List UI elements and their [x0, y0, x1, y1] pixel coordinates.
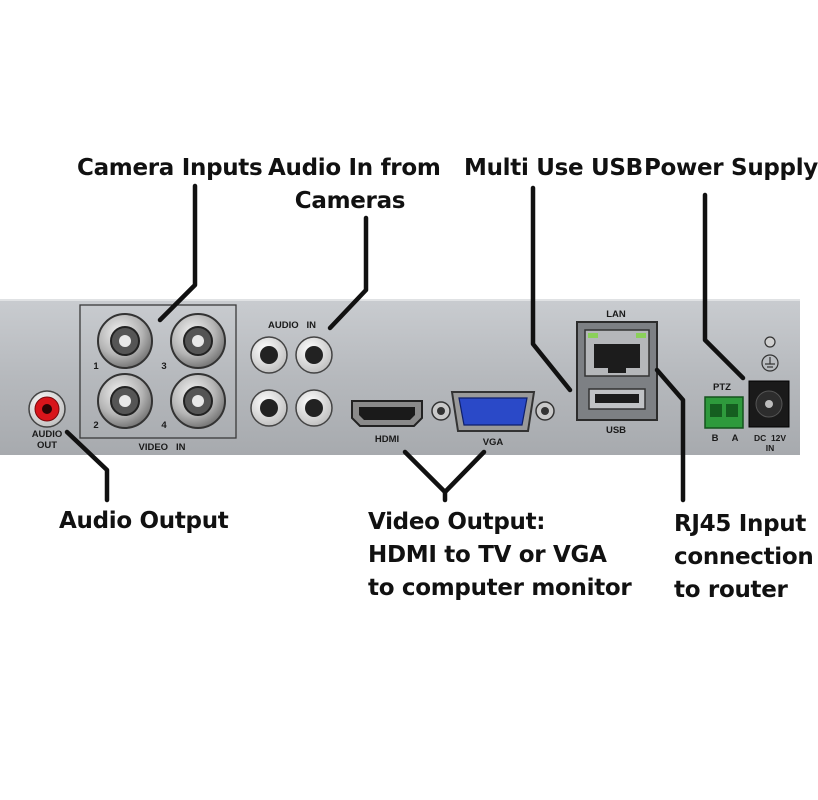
ptz-terminal-b: B — [712, 433, 719, 444]
rj45-callout-line-1: RJ45 Input — [674, 511, 807, 537]
lan-label: LAN — [606, 309, 626, 320]
bnc-connector-3 — [170, 313, 226, 369]
hdmi-port — [351, 400, 423, 427]
rj45-callout: RJ45 Input connection to router — [674, 508, 814, 607]
audio-out-jack — [28, 390, 66, 428]
dc-power-label-2: IN — [766, 443, 775, 453]
usb-line — [530, 185, 573, 393]
rj45-port — [584, 329, 650, 377]
camera-inputs-callout: Camera Inputs — [77, 155, 263, 181]
ptz-label: PTZ — [713, 382, 731, 393]
video-output-callout-line-1: Video Output: — [368, 509, 546, 535]
camera-inputs-line — [157, 183, 198, 323]
channel-number-1: 1 — [93, 361, 99, 372]
audio-in-label: AUDIO IN — [268, 320, 316, 331]
audio-in-callout-line-2: Cameras — [294, 188, 406, 214]
channel-number-3: 3 — [161, 361, 166, 372]
rj45-line — [654, 367, 686, 503]
audio-output-callout: Audio Output — [59, 508, 229, 534]
video-output-callout-line-2: HDMI to TV or VGA — [368, 542, 607, 568]
usb-label: USB — [606, 425, 626, 436]
channel-number-2: 2 — [93, 420, 98, 431]
hdmi-label: HDMI — [375, 434, 399, 445]
bnc-connector-4 — [170, 373, 226, 429]
video-output-callout-line-3: to computer monitor — [368, 575, 632, 601]
audio-out-label-2: OUT — [37, 440, 57, 451]
rj45-callout-line-3: to router — [674, 577, 788, 603]
rj45-callout-line-2: connection — [674, 544, 814, 570]
vga-label: VGA — [483, 437, 504, 448]
audio-in-callout-line-1: Audio In from — [268, 155, 441, 181]
audio-out-label-1: AUDIO — [32, 429, 63, 440]
dc-power-jack — [748, 380, 790, 428]
video-in-label: VIDEO IN — [139, 442, 186, 453]
ground-symbol — [761, 336, 779, 372]
dc-power-label-1: DC 12V — [754, 433, 786, 443]
audio-in-callout: Audio In from Cameras — [268, 152, 441, 218]
ptz-terminal-a: A — [732, 433, 739, 444]
bnc-connector-2 — [97, 373, 153, 429]
power-supply-callout: Power Supply — [644, 155, 818, 181]
multi-use-usb-callout: Multi Use USB — [464, 155, 643, 181]
vga-port — [431, 391, 555, 432]
dvr-rear-panel: AUDIO OUT 1 3 2 4 VIDEO IN AUDIO IN — [0, 299, 800, 455]
audio-output-line — [64, 429, 110, 503]
callout-lines — [64, 183, 746, 503]
ptz-terminal — [704, 396, 744, 429]
video-in-frame — [79, 304, 237, 439]
audio-in-line — [327, 215, 369, 331]
channel-number-4: 4 — [161, 420, 167, 431]
usb-port — [588, 388, 646, 410]
power-line — [702, 192, 746, 381]
bnc-connector-1 — [97, 313, 153, 369]
video-output-line — [402, 449, 487, 495]
video-output-callout: Video Output: HDMI to TV or VGA to compu… — [368, 506, 632, 605]
audio-in-jacks — [250, 336, 333, 427]
